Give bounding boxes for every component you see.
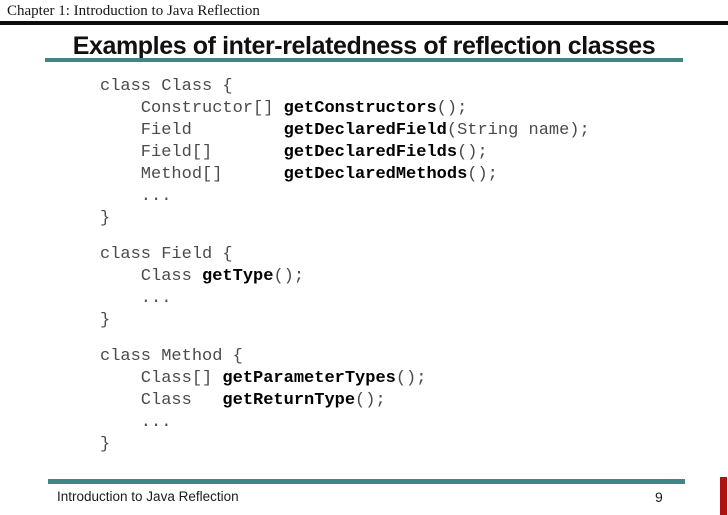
code-text: } xyxy=(100,435,111,454)
code-method-name: getDeclaredField xyxy=(283,121,447,140)
code-text: class Field { xyxy=(100,245,233,264)
title-underline-rule xyxy=(45,58,683,62)
code-method-name: getConstructors xyxy=(283,99,437,118)
code-text: Method[] xyxy=(100,165,284,184)
code-block: class Method { Class[] getParameterTypes… xyxy=(100,346,590,456)
code-text: Constructor[] xyxy=(100,99,284,118)
code-text: Field xyxy=(100,121,284,140)
red-scroll-marker xyxy=(720,477,727,515)
code-text: Class xyxy=(100,391,223,410)
code-method-name: getType xyxy=(202,267,274,286)
code-area: class Class { Constructor[] getConstruct… xyxy=(100,76,590,470)
code-text: Class xyxy=(100,267,203,286)
code-text: (); xyxy=(436,99,468,118)
code-text: (); xyxy=(457,143,488,162)
chapter-header: Chapter 1: Introduction to Java Reflecti… xyxy=(7,3,260,19)
code-text: (); xyxy=(355,391,386,410)
page-title: Examples of inter-relatedness of reflect… xyxy=(72,32,656,60)
code-method-name: getDeclaredMethods xyxy=(283,165,468,184)
code-block: class Class { Constructor[] getConstruct… xyxy=(100,76,590,230)
code-text: (); xyxy=(273,267,305,286)
code-method-name: getDeclaredFields xyxy=(283,143,458,162)
code-block: class Field { Class getType(); ... } xyxy=(100,244,590,332)
top-divider-rule xyxy=(0,21,728,25)
code-text: } xyxy=(100,311,111,330)
code-text: ... xyxy=(100,187,172,206)
footer-divider-rule xyxy=(48,479,685,484)
footer-title: Introduction to Java Reflection xyxy=(57,489,239,504)
code-method-name: getParameterTypes xyxy=(222,369,396,388)
code-text: ... xyxy=(100,413,172,432)
code-text: (String name); xyxy=(446,121,590,140)
page-number: 9 xyxy=(655,489,663,505)
code-text: (); xyxy=(395,369,427,388)
code-method-name: getReturnType xyxy=(222,391,356,410)
code-text: Class[] xyxy=(100,369,223,388)
code-text: class Method { xyxy=(100,347,243,366)
code-text: class Class { xyxy=(100,77,233,96)
code-text: ... xyxy=(100,289,172,308)
code-text: (); xyxy=(467,165,498,184)
code-text: Field[] xyxy=(100,143,284,162)
code-text: } xyxy=(100,209,111,228)
